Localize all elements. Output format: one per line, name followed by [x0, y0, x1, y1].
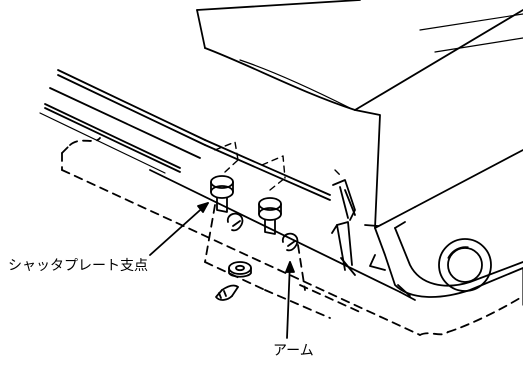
shutter-plate-outline [61, 137, 521, 336]
arm-leader-arrow [285, 261, 295, 339]
pivot-leader-arrow [149, 202, 209, 256]
roller-knob [438, 238, 492, 292]
housing-block [196, 0, 523, 229]
shutter-plate-pivot-label: シャッタプレート支点 [8, 258, 148, 274]
end-cap [374, 221, 523, 306]
rails [39, 69, 331, 201]
hidden-bracket-lines [214, 141, 341, 191]
washer [228, 261, 252, 278]
arm-slots [226, 212, 299, 252]
pivot-screw-left [210, 175, 234, 213]
plate-edge [149, 169, 416, 301]
arm-label: アーム [273, 343, 314, 359]
loose-screw [215, 284, 239, 301]
latch-arm [331, 179, 386, 276]
pivot-screw-right [258, 197, 282, 235]
